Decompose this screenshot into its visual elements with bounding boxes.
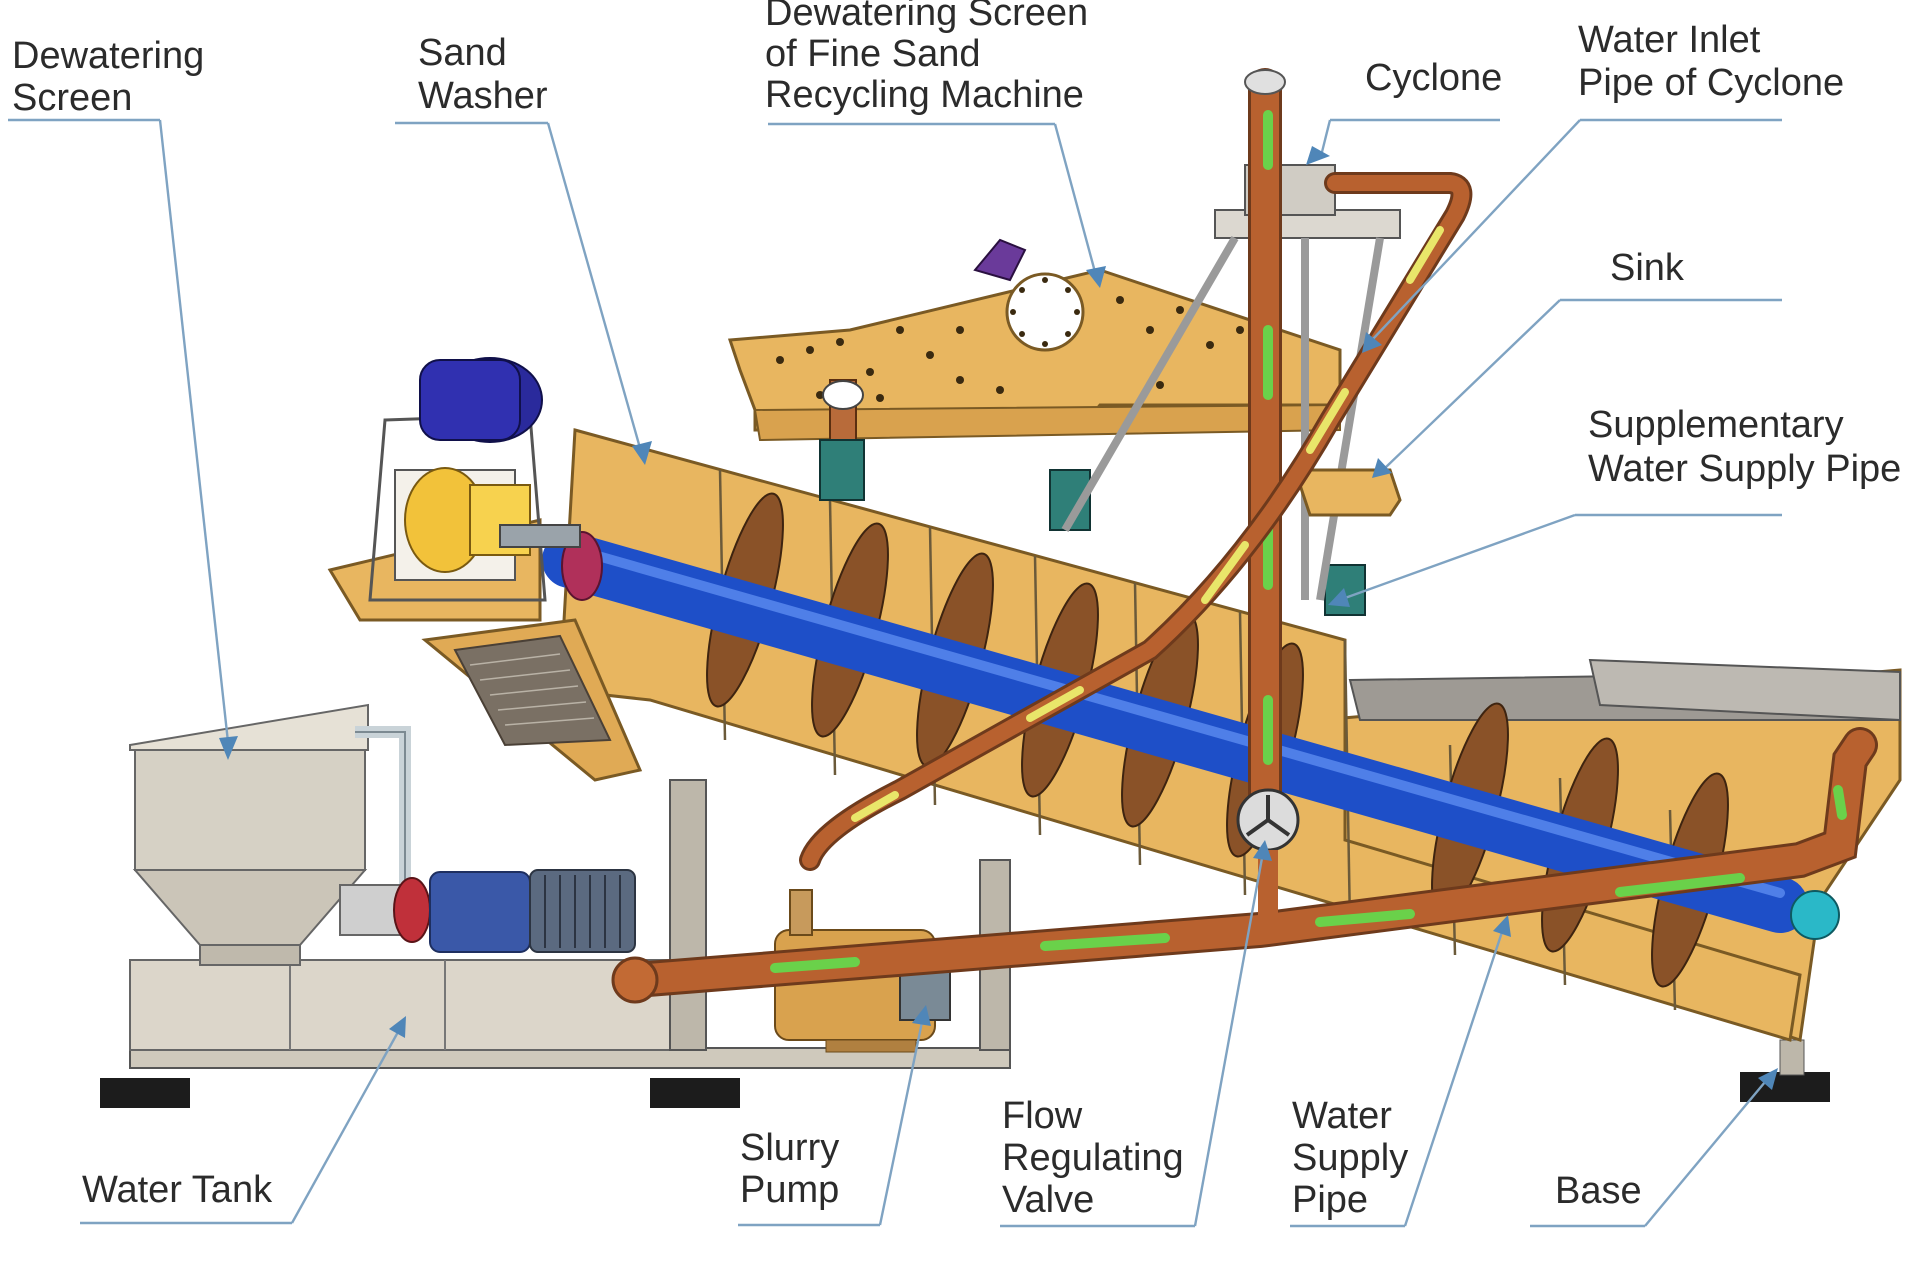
fine-sand-dewatering-screen (727, 238, 1366, 616)
cyclone-support (1061, 164, 1402, 601)
base-frame (100, 779, 1830, 1108)
sink (1292, 468, 1402, 517)
pipes (611, 68, 1878, 1004)
label-water-inlet-pipe: Water Inlet Pipe of Cyclone (1578, 19, 1844, 104)
label-slurry-pump: Slurry Pump (740, 1127, 850, 1211)
water-tank (129, 703, 411, 966)
label-sink: Sink (1610, 247, 1685, 289)
label-flow-regulating-valve: Flow Regulating Valve (1002, 1095, 1194, 1221)
label-water-tank: Water Tank (82, 1169, 273, 1211)
label-base: Base (1555, 1170, 1642, 1212)
label-supplementary-water-supply-pipe: Supplementary Water Supply Pipe (1588, 404, 1901, 490)
label-fine-sand-dewatering-screen: Dewatering Screen of Fine Sand Recycling… (765, 0, 1099, 116)
label-cyclone: Cyclone (1365, 57, 1502, 99)
labels: Dewatering Screen Sand Washer Dewatering… (12, 0, 1901, 1221)
label-sand-washer: Sand Washer (418, 32, 548, 117)
label-dewatering-screen: Dewatering Screen (12, 35, 215, 119)
leader-lines (8, 118, 1782, 1228)
base-foot-3 (1740, 1072, 1830, 1102)
pump-motor (339, 869, 636, 953)
screw-shaft (542, 532, 1808, 933)
base-foot-2 (650, 1078, 740, 1108)
washer-drive (327, 357, 581, 622)
label-water-supply-pipe: Water Supply Pipe (1292, 1095, 1419, 1221)
base-foot-1 (100, 1078, 190, 1108)
